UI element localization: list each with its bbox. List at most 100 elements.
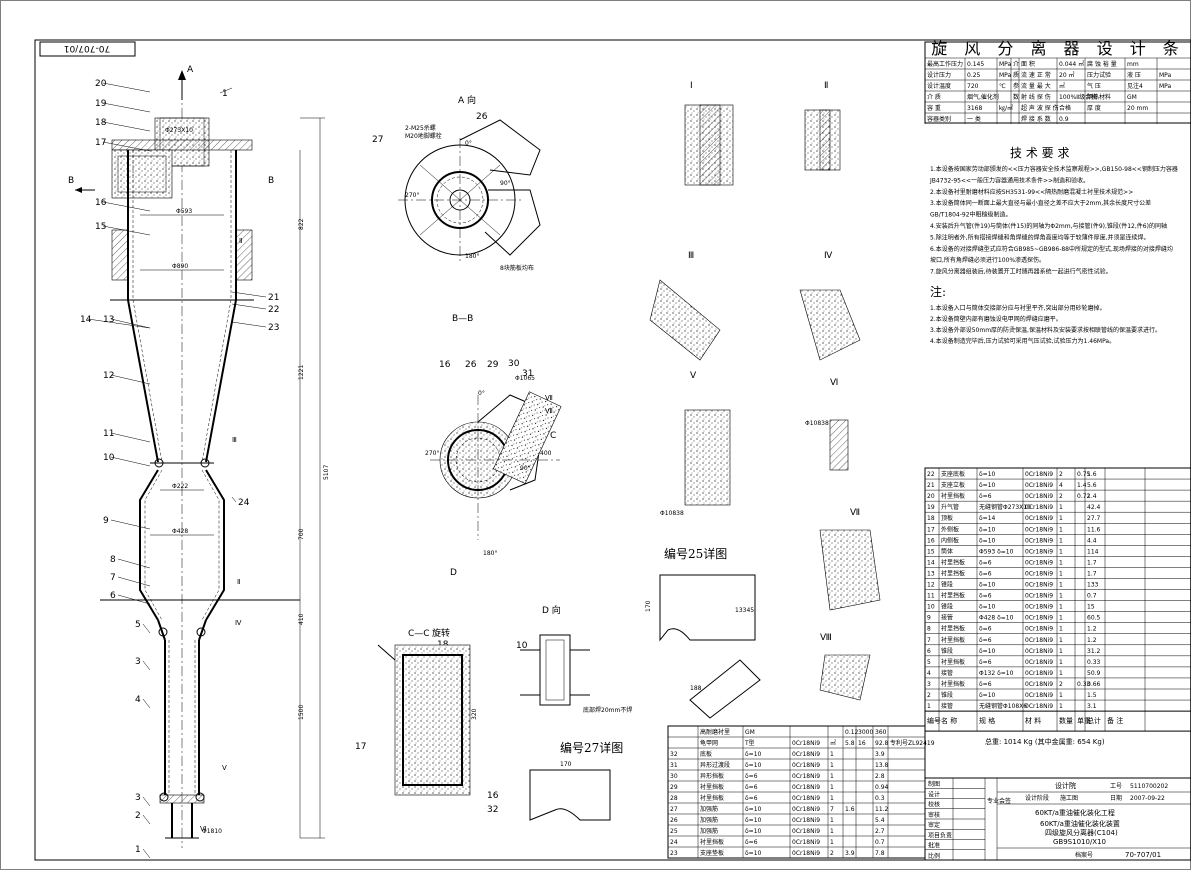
design-cell: 0.044 ㎡ [1059, 60, 1084, 68]
parts-cell: 22 [927, 471, 935, 478]
parts-cell: 0.3 [875, 795, 885, 802]
parts-cell: 加强筋 [700, 827, 718, 835]
parts-cell: 42.4 [1087, 504, 1101, 511]
parts-cell: 16 [927, 537, 935, 544]
parts-cell: 外侧板 [941, 525, 959, 533]
part-number-label: 31 [522, 369, 533, 379]
parts-cell: 31 [670, 762, 678, 769]
drawing-number-tag: 70-707/01 [39, 41, 136, 57]
design-cell: 介 质 [927, 93, 941, 101]
equipment-line: 四级旋风分离器(C104) [1045, 828, 1118, 837]
design-cell: 0.9 [1059, 116, 1069, 123]
parts-cell: 0Cr18Ni9 [1025, 604, 1053, 611]
svg-text:700: 700 [298, 528, 305, 540]
parts-cell: 0Cr18Ni9 [792, 762, 820, 769]
parts-cell: 0.94 [875, 784, 889, 791]
parts-cell: 0Cr18Ni9 [1025, 692, 1053, 699]
parts-cell: 2 [1059, 681, 1063, 688]
parts-cell: 衬里挡板 [941, 558, 965, 566]
parts-cell: 133 [1087, 582, 1099, 589]
parts-cell: 1.6 [1087, 471, 1097, 478]
design-cell: MPa [999, 72, 1012, 79]
svg-text:Φ428: Φ428 [172, 528, 188, 535]
parts-cell: 0.33 [1077, 681, 1091, 688]
leader-line [231, 291, 267, 298]
parts-cell: 0Cr18Ni9 [1025, 570, 1053, 577]
parts-cell: 0.33 [1087, 659, 1101, 666]
parts-cell: 1 [1059, 670, 1063, 677]
parts-cell: 2 [1059, 493, 1063, 500]
parts-cell: 0Cr18Ni9 [1025, 559, 1053, 566]
parts-cell: 17 [927, 526, 935, 533]
parts-cell: 锥段 [941, 647, 953, 655]
weld-details: Ⅰ Ⅱ Ⅲ Ⅳ Ⅴ Ⅵ Ⅶ Ⅷ Φ10838 Φ10838 [649, 81, 881, 701]
parts-cell: 2.7 [875, 828, 885, 835]
svg-text:Φ1810: Φ1810 [202, 828, 222, 835]
parts-cell: 9 [927, 615, 931, 622]
parts-cell: 1 [830, 762, 834, 769]
parts-cell: 1 [1059, 604, 1063, 611]
parts-cell: 1 [830, 784, 834, 791]
part-number-label: 1 [222, 89, 228, 99]
part-number-label: 18 [95, 118, 107, 128]
leader-line [142, 660, 151, 671]
parts-cell: 升气管 [941, 503, 959, 511]
leader-line [142, 698, 151, 709]
leader-line [102, 121, 151, 132]
parts-cell: 3.9 [845, 850, 855, 857]
parts-cell: 4 [1059, 482, 1063, 489]
parts-cell: 7 [927, 637, 931, 644]
parts-cell: 0Cr18Ni9 [1025, 637, 1053, 644]
note-item: 3.本设备外部设50mm厚的防烫保温,保温材料及安装要求按相联管线的保温要求进行… [930, 326, 1161, 334]
svg-text:C—C: C—C [408, 629, 430, 639]
parts-cell: 1 [830, 817, 834, 824]
part-number-label: 5 [135, 620, 141, 630]
svg-text:底部焊20mm不焊: 底部焊20mm不焊 [583, 706, 632, 714]
part-number-label: 32 [487, 805, 498, 815]
parts-cell: 衬里挡板 [941, 658, 965, 666]
parts-cell: 1 [1059, 582, 1063, 589]
job-no-label: 工号 [1110, 783, 1122, 790]
part-number-label: 9 [103, 516, 109, 526]
tech-req-title: 技 术 要 求 [1010, 146, 1069, 160]
part-number-label: 16 [439, 360, 451, 370]
parts-cell: 1 [1059, 593, 1063, 600]
role-label: 比例 [928, 852, 940, 860]
parts-cell: δ=10 [979, 604, 996, 611]
parts-cell: 内侧板 [941, 536, 959, 544]
svg-text:Ⅱ: Ⅱ [239, 237, 242, 245]
parts-cell: δ=14 [979, 515, 996, 522]
parts-cell: 0Cr18Ni9 [1025, 626, 1053, 633]
view-c-c: C—C 旋转 320 [377, 627, 478, 796]
design-cell: 0.25 [967, 72, 981, 79]
parts-cell: 1 [1059, 515, 1063, 522]
design-cell: 烟气,催化剂 [967, 93, 999, 101]
view-b-b: B—B 270° 90° 180° 0° C D 400 Φ1065 Ⅶ Ⅶ [425, 314, 562, 578]
svg-text:Ⅴ: Ⅴ [222, 764, 227, 772]
svg-text:Ⅰ: Ⅰ [690, 81, 693, 91]
part-number-label: 8 [110, 555, 116, 565]
parts-cell: 2 [1059, 471, 1063, 478]
part-number-label: 2 [135, 811, 141, 821]
design-cell: 合格 [1059, 104, 1071, 112]
view-a: A 向 270° 90° 180° 0° 2-M25杀螺 M20地脚螺栓 8块筋… [398, 94, 541, 272]
parts-cell: 无缝钢管Φ108X6 [979, 702, 1027, 710]
design-cell: 压力试验 [1087, 71, 1111, 79]
design-cell: ㎡ [1059, 82, 1065, 90]
leader-line [102, 141, 151, 152]
role-label: 审定 [928, 821, 940, 829]
svg-text:188: 188 [690, 685, 702, 692]
svg-text:Φ1065: Φ1065 [515, 375, 535, 382]
role-label: 项目负责 [928, 831, 952, 839]
parts-cell: 360 [875, 729, 887, 736]
parts-cell: Φ132 δ=10 [979, 670, 1014, 677]
svg-text:B: B [268, 176, 274, 186]
leader-line [110, 318, 151, 329]
parts-cell: 0Cr18Ni9 [1025, 471, 1053, 478]
design-cell: 介 [1013, 61, 1019, 68]
leader-line [102, 201, 151, 212]
parts-cell: 14 [927, 559, 935, 566]
parts-cell: 2 [830, 850, 834, 857]
leader-line [142, 623, 151, 634]
parts-cell: 1 [1059, 537, 1063, 544]
